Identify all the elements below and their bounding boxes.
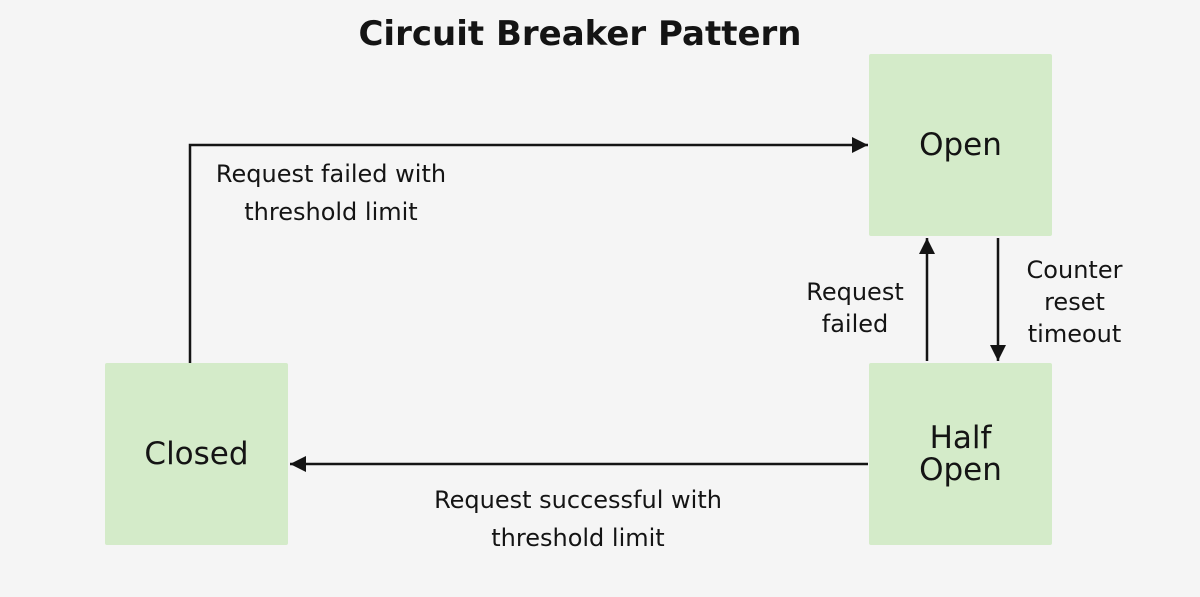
label-half-open-to-closed-line-1: Request successful with	[434, 486, 722, 514]
label-open-to-half-open: Counter reset timeout	[1012, 254, 1137, 350]
state-closed-label: Closed	[144, 436, 249, 472]
label-open-to-half-open-line-2: reset	[1044, 288, 1105, 316]
label-closed-to-open: Request failed with threshold limit	[206, 155, 456, 231]
label-half-open-to-open-line-1: Request	[806, 278, 904, 306]
label-open-to-half-open-line-1: Counter	[1026, 256, 1123, 284]
label-half-open-to-open: Request failed	[795, 276, 915, 340]
state-open-label: Open	[919, 127, 1002, 163]
arrow-closed-to-open	[188, 137, 868, 363]
state-closed: Closed	[105, 363, 288, 545]
state-half-open: Half Open	[869, 363, 1052, 545]
state-half-open-label-line-2: Open	[919, 452, 1002, 488]
label-closed-to-open-line-1: Request failed with	[215, 160, 447, 188]
state-half-open-label-line-1: Half	[929, 420, 992, 456]
label-open-to-half-open-line-3: timeout	[1027, 320, 1122, 348]
diagram-title: Circuit Breaker Pattern	[358, 14, 802, 54]
label-half-open-to-open-line-2: failed	[821, 310, 889, 338]
label-half-open-to-closed-line-2: threshold limit	[491, 524, 665, 552]
label-closed-to-open-line-2: threshold limit	[244, 198, 418, 226]
state-open: Open	[869, 54, 1052, 236]
label-half-open-to-closed: Request successful with threshold limit	[418, 481, 738, 557]
